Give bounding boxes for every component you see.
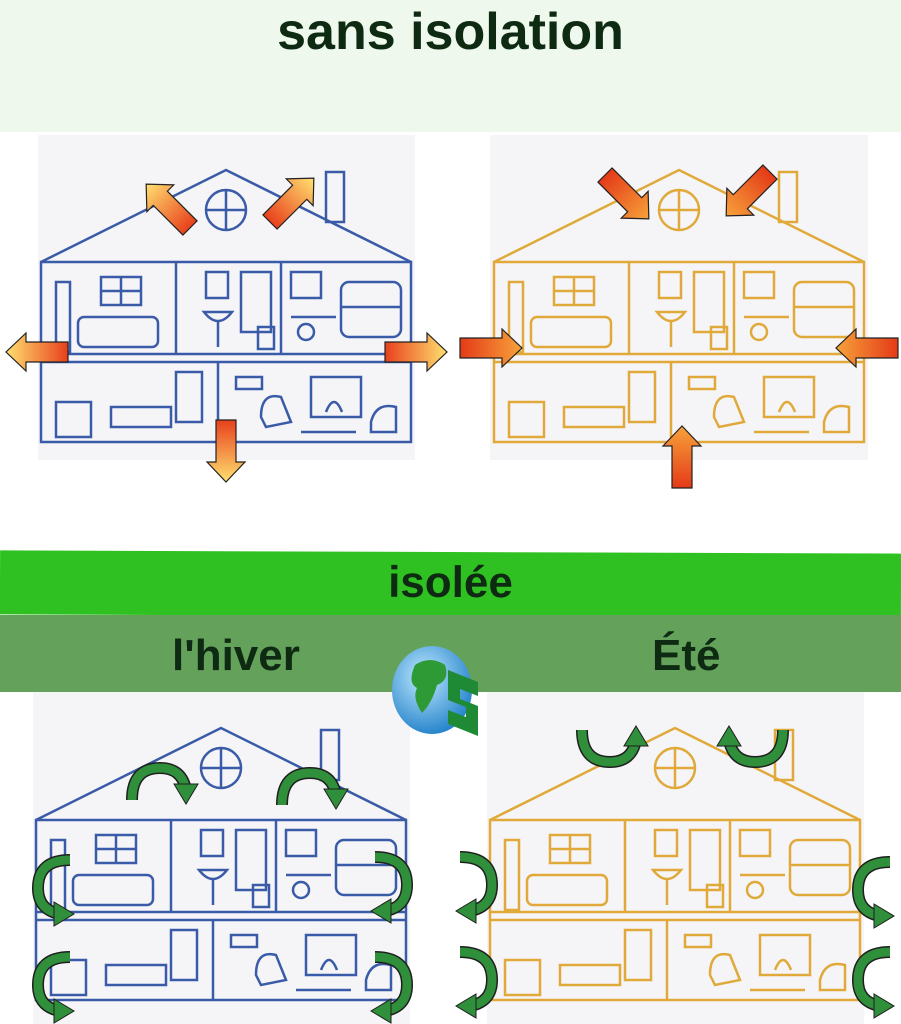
heat-arrow-icon — [262, 177, 315, 230]
house-insulated-summer — [488, 726, 862, 1002]
heat-arrow-icon — [145, 183, 198, 236]
curved-arrow-icon — [31, 854, 75, 927]
house-insulated-winter — [34, 726, 408, 1002]
curved-arrow-icon — [455, 946, 499, 1019]
curved-arrow-icon — [851, 856, 895, 929]
curved-arrow-icon — [370, 851, 414, 924]
curved-arrow-icon — [851, 946, 895, 1019]
curved-arrow-icon — [126, 761, 199, 805]
curved-arrow-icon — [370, 951, 414, 1024]
heat-arrow-icon — [597, 167, 650, 220]
winter-label: l'hiver — [172, 631, 300, 680]
heat-arrow-icon — [835, 327, 899, 369]
logo — [392, 646, 478, 736]
heat-arrow-icon — [661, 425, 703, 489]
heat-arrow-icon — [205, 419, 247, 483]
house-uninsulated-summer — [492, 168, 866, 444]
curved-arrow-icon — [455, 851, 499, 924]
summer-label: Été — [652, 631, 721, 680]
heat-arrow-icon — [459, 327, 523, 369]
curved-arrow-icon — [716, 725, 789, 769]
curved-arrow-icon — [276, 766, 349, 810]
house-uninsulated-winter — [39, 168, 413, 444]
heat-arrow-icon — [5, 331, 69, 373]
curved-arrow-icon — [576, 725, 649, 769]
leaf-logo-icon — [448, 670, 478, 736]
header-band: sans isolation — [0, 0, 901, 132]
heat-arrow-icon — [725, 164, 778, 217]
page-title: sans isolation — [277, 3, 624, 61]
heat-arrow-icon — [384, 331, 448, 373]
curved-arrow-icon — [31, 951, 75, 1024]
